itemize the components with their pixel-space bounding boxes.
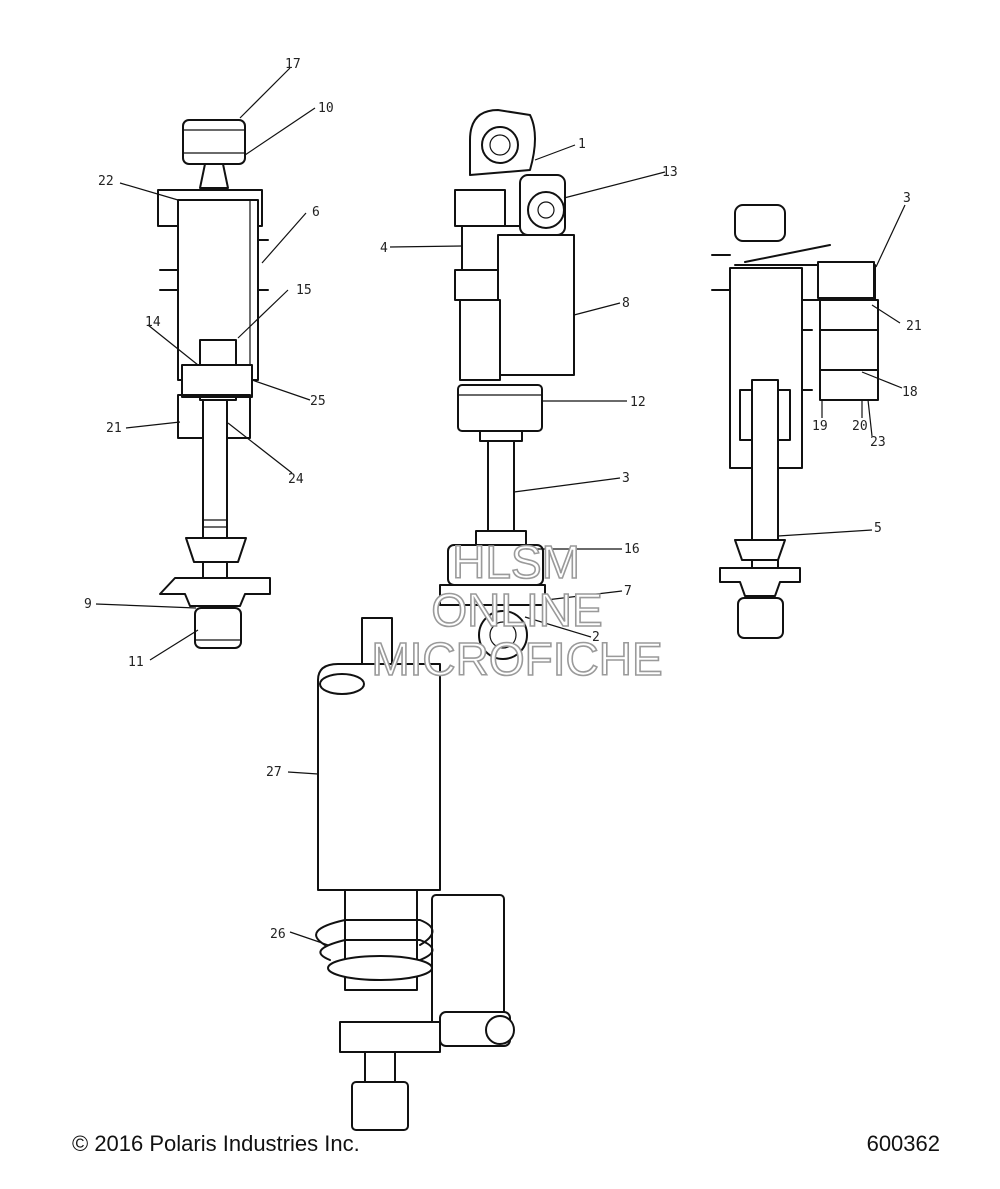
center-shock [439,109,575,660]
callout-5: 5 [874,521,882,536]
watermark: HLSM ONLINE MICROFICHE [371,535,664,686]
leader-lines [95,67,906,946]
callout-24: 24 [288,472,304,487]
callout-16: 16 [624,542,640,557]
callout-4: 4 [380,241,388,256]
watermark-line-1: HLSM [452,536,580,588]
callout-1: 1 [578,137,586,152]
callout-21-right: 21 [906,319,922,334]
callout-9: 9 [84,597,92,612]
drawing-number: 600362 [866,1131,940,1156]
watermark-line-3: MICROFICHE [371,633,662,685]
callout-7: 7 [624,584,632,599]
callout-labels: 17 10 22 6 15 14 25 21 24 9 11 1 13 4 8 … [84,57,922,942]
callout-6: 6 [312,205,320,220]
callout-10: 10 [318,101,334,116]
watermark-line-2: ONLINE [431,584,602,636]
callout-25: 25 [310,394,326,409]
callout-14: 14 [145,315,161,330]
bottom-shock-spring [315,617,515,1131]
callout-13: 13 [662,165,678,180]
callout-22: 22 [98,174,114,189]
callout-2: 2 [592,630,600,645]
copyright-notice: © 2016 Polaris Industries Inc. [72,1131,360,1156]
callout-20: 20 [852,419,868,434]
callout-3-right: 3 [903,191,911,206]
callout-19: 19 [812,419,828,434]
callout-12: 12 [630,395,646,410]
callout-8: 8 [622,296,630,311]
callout-26: 26 [270,927,286,942]
callout-3-center: 3 [622,471,630,486]
right-shock-cutaway [711,204,879,639]
callout-17-top: 17 [285,57,301,72]
callout-23: 23 [870,435,886,450]
callout-18: 18 [902,385,918,400]
callout-15: 15 [296,283,312,298]
callout-27: 27 [266,765,282,780]
callout-21-left: 21 [106,421,122,436]
left-shock-cutaway [157,119,271,649]
callout-11: 11 [128,655,144,670]
